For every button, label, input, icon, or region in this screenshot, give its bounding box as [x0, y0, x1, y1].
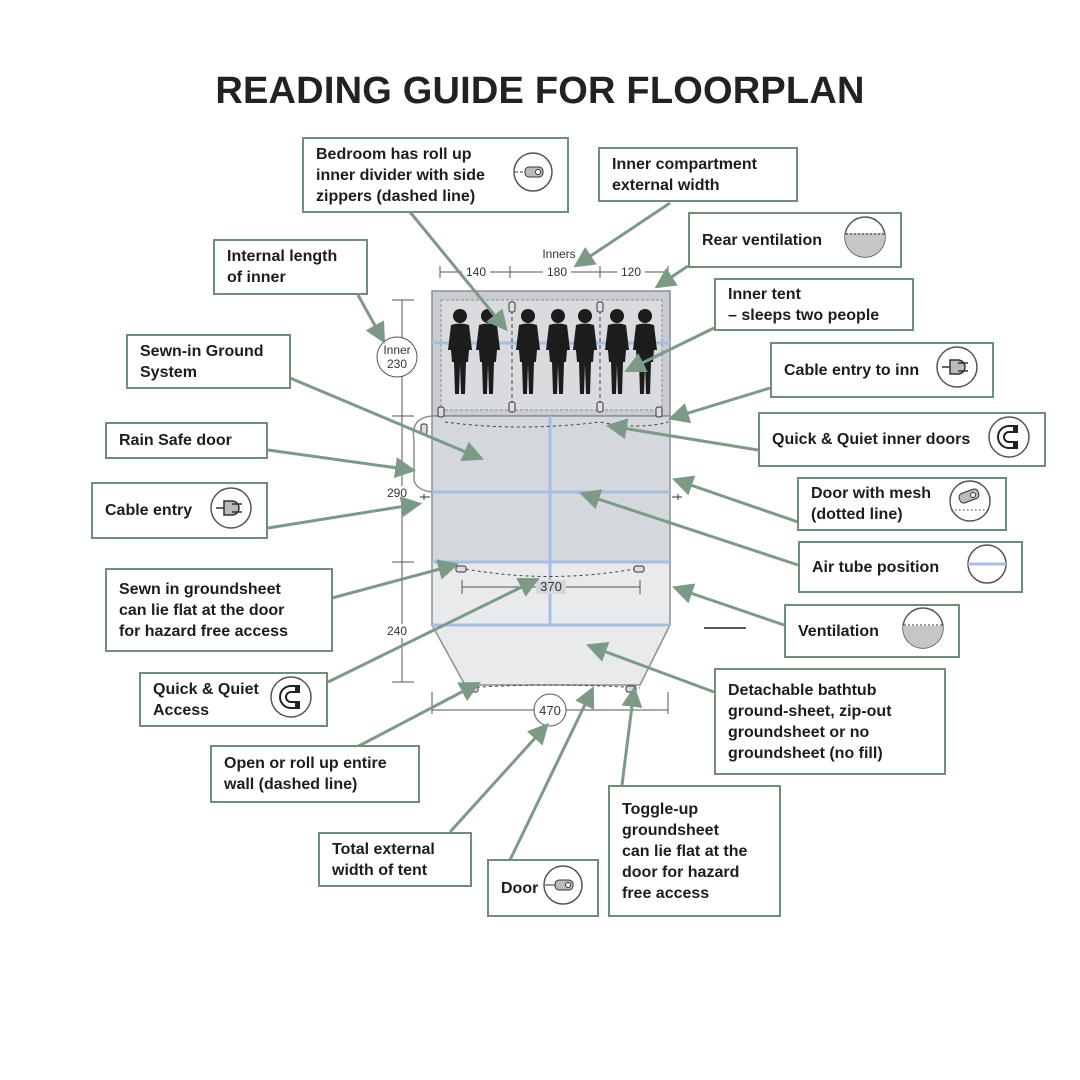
callout-door: Door: [487, 859, 599, 917]
door-zip-icon: [511, 150, 555, 200]
cable-plug-icon: [934, 344, 980, 396]
cable-plug-icon: [208, 485, 254, 537]
dim-inner-label: Inner: [383, 343, 410, 357]
callout-bedroom-divider: Bedroom has roll up inner divider with s…: [302, 137, 569, 213]
callout-rain-safe-door: Rain Safe door: [105, 422, 268, 459]
callout-toggle-up: Toggle-up groundsheet can lie flat at th…: [608, 785, 781, 917]
air-tube-icon: [965, 542, 1009, 592]
callout-rear-ventilation: Rear ventilation: [688, 212, 902, 268]
dim-w3: 120: [621, 265, 641, 279]
dim-470: 470: [539, 703, 561, 718]
callout-internal-length: Internal length of inner: [213, 239, 368, 295]
callout-inner-tent: Inner tent – sleeps two people: [714, 278, 914, 331]
dim-side-290: 290: [387, 486, 407, 500]
callout-detachable-bathtub: Detachable bathtub ground-sheet, zip-out…: [714, 668, 946, 775]
dim-370: 370: [540, 579, 562, 594]
door-mesh-icon: [947, 478, 993, 530]
magnet-icon: [986, 414, 1032, 466]
callout-quick-quiet-inner: Quick & Quiet inner doors: [758, 412, 1046, 467]
callout-cable-entry: Cable entry: [91, 482, 268, 539]
callout-air-tube: Air tube position: [798, 541, 1023, 593]
callout-open-roll-wall: Open or roll up entire wall (dashed line…: [210, 745, 420, 803]
vent-icon: [900, 605, 946, 657]
callout-ventilation: Ventilation: [784, 604, 960, 658]
callout-door-mesh: Door with mesh (dotted line): [797, 477, 1007, 531]
dim-inners-label: Inners: [542, 247, 575, 261]
dim-w2: 180: [547, 265, 567, 279]
vent-icon: [842, 214, 888, 266]
callout-inner-external-width: Inner compartment external width: [598, 147, 798, 202]
callout-cable-entry-inner: Cable entry to inn: [770, 342, 994, 398]
magnet-icon: [268, 674, 314, 726]
callout-total-external-width: Total external width of tent: [318, 832, 472, 887]
dim-side-240: 240: [387, 624, 407, 638]
page-title: READING GUIDE FOR FLOORPLAN: [215, 70, 865, 112]
tent-floorplan: [412, 290, 682, 693]
dimension-labels: Inners 140 180 120 Inner 230 290 240 370…: [376, 247, 645, 727]
callout-sewn-in-ground: Sewn-in Ground System: [126, 334, 291, 389]
dim-w1: 140: [466, 265, 486, 279]
dim-inner-len: 230: [387, 357, 407, 371]
callout-quick-quiet-access: Quick & Quiet Access: [139, 672, 328, 727]
door-zip-icon: [541, 863, 585, 913]
leader-lines: [267, 201, 799, 861]
callout-sewn-groundsheet: Sewn in groundsheet can lie flat at the …: [105, 568, 333, 652]
